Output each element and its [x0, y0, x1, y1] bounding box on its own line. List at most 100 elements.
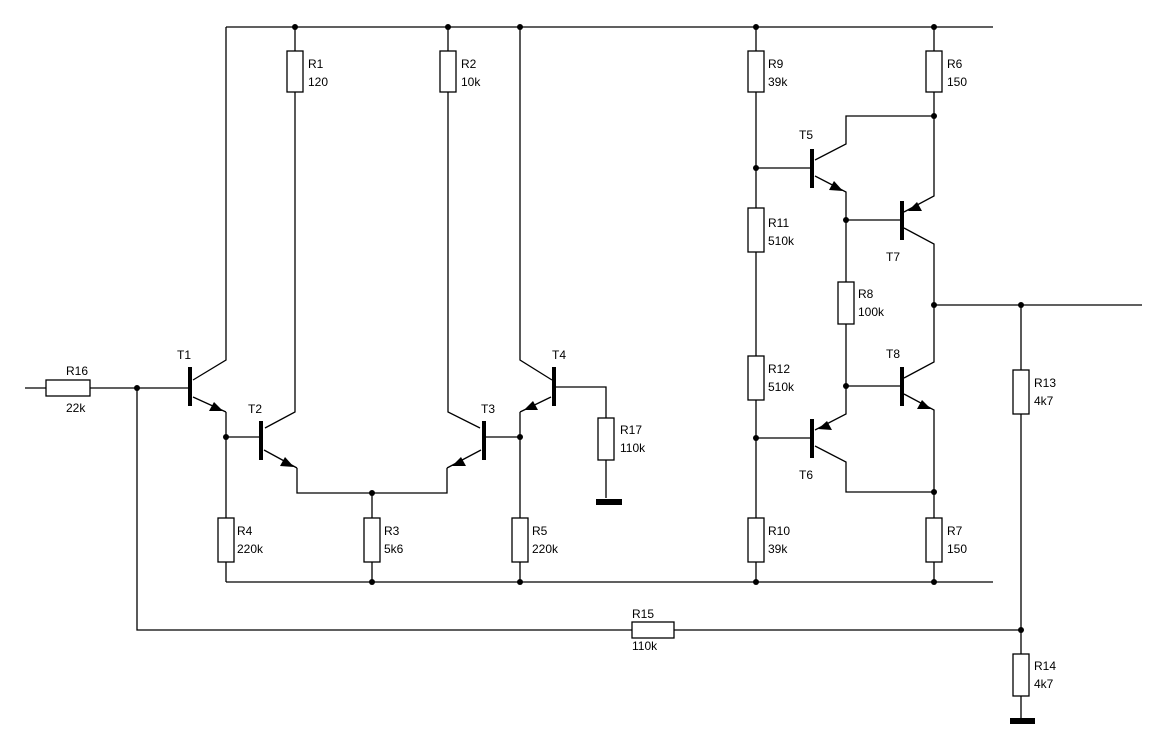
t3-emitter-arrow — [452, 457, 466, 466]
t1-label: T1 — [177, 348, 191, 362]
r14-body — [1012, 653, 1030, 697]
r15-body — [631, 621, 675, 639]
r7-value: 150 — [947, 542, 967, 556]
r14-name: R14 — [1034, 659, 1056, 673]
junction-dot — [445, 24, 451, 30]
r11-body — [747, 207, 765, 253]
r6-name: R6 — [947, 57, 963, 71]
junction-dot — [931, 24, 937, 30]
r17-value: 110k — [620, 441, 646, 455]
r17-body — [597, 417, 615, 461]
r13-value: 4k7 — [1034, 394, 1054, 408]
junction-dot — [843, 383, 849, 389]
junction-dot — [134, 385, 140, 391]
r1-body — [286, 50, 304, 93]
r8-body — [837, 281, 855, 325]
r7-name: R7 — [947, 524, 963, 538]
junction-dot — [517, 24, 523, 30]
t2-label: T2 — [248, 402, 262, 416]
r1-value: 120 — [308, 75, 328, 89]
r15-name: R15 — [632, 607, 654, 621]
r4-name: R4 — [237, 524, 253, 538]
junction-dot — [753, 579, 759, 585]
t7-label: T7 — [886, 250, 900, 264]
r1-name: R1 — [308, 57, 324, 71]
emitter-leads — [192, 396, 552, 469]
resistor-bodies — [45, 50, 1030, 697]
r3-value: 5k6 — [384, 542, 404, 556]
transistor-labels: T1 T2 T3 T4 T5 T6 T7 T8 — [177, 128, 900, 482]
t7-emitter-arrow — [908, 202, 922, 211]
r4-body — [217, 517, 235, 563]
r9-body — [747, 50, 765, 93]
emitter-arrows — [209, 181, 931, 467]
r10-value: 39k — [768, 542, 788, 556]
junction-dot — [1018, 302, 1024, 308]
r3-body — [363, 517, 381, 563]
r2-body — [439, 50, 457, 93]
junctions — [134, 24, 1024, 633]
junction-dot — [369, 579, 375, 585]
junction-dot — [843, 217, 849, 223]
t1-emitter-arrow — [209, 402, 223, 411]
junction-dot — [931, 302, 937, 308]
r16-value: 22k — [66, 401, 86, 415]
t4-label: T4 — [552, 348, 566, 362]
r13-body — [1012, 369, 1030, 415]
t8-emitter-arrow — [917, 400, 931, 409]
r2-value: 10k — [461, 75, 481, 89]
t4-emitter-arrow — [524, 401, 538, 410]
junction-dot — [369, 490, 375, 496]
t5-emitter-arrow — [829, 181, 843, 191]
r16-name: R16 — [66, 364, 88, 378]
junction-dot — [517, 579, 523, 585]
r11-name: R11 — [768, 216, 789, 230]
t6-emitter-arrow — [818, 421, 832, 430]
wires — [25, 26, 1142, 718]
junction-dot — [292, 24, 298, 30]
t5-label: T5 — [799, 128, 813, 142]
ground-symbol — [1010, 718, 1035, 724]
t8-label: T8 — [886, 347, 900, 361]
r12-body — [747, 355, 765, 401]
r6-body — [925, 50, 943, 93]
junction-dot — [753, 24, 759, 30]
r11-value: 510k — [768, 234, 795, 248]
r10-name: R10 — [768, 524, 790, 538]
r14-value: 4k7 — [1034, 677, 1054, 691]
junction-dot — [753, 165, 759, 171]
t6-label: T6 — [799, 468, 813, 482]
junction-dot — [931, 489, 937, 495]
r12-name: R12 — [768, 362, 790, 376]
r3-name: R3 — [384, 524, 400, 538]
junction-dot — [931, 579, 937, 585]
junction-dot — [517, 434, 523, 440]
r12-value: 510k — [768, 380, 795, 394]
r9-value: 39k — [768, 75, 788, 89]
r10-body — [747, 517, 765, 563]
r5-body — [511, 517, 529, 563]
junction-dot — [753, 435, 759, 441]
r16-body — [45, 379, 91, 397]
junction-dot — [1018, 627, 1024, 633]
junction-dot — [931, 113, 937, 119]
r5-name: R5 — [532, 524, 548, 538]
grounds — [596, 499, 1035, 724]
r7-body — [925, 517, 943, 563]
resistor-labels: R1 120 R2 10k R3 5k6 R4 220k R5 220k R6 … — [66, 57, 1056, 691]
r5-value: 220k — [532, 542, 559, 556]
r13-name: R13 — [1034, 376, 1056, 390]
junction-dot — [223, 434, 229, 440]
r9-name: R9 — [768, 57, 784, 71]
ground-symbol — [596, 499, 622, 505]
r4-value: 220k — [237, 542, 264, 556]
r8-value: 100k — [858, 305, 885, 319]
transistor-bases — [188, 149, 904, 460]
t3-label: T3 — [481, 402, 495, 416]
r2-name: R2 — [461, 57, 477, 71]
r15-value: 110k — [632, 639, 658, 653]
r17-name: R17 — [620, 423, 642, 437]
r8-name: R8 — [858, 287, 874, 301]
r6-value: 150 — [947, 75, 967, 89]
